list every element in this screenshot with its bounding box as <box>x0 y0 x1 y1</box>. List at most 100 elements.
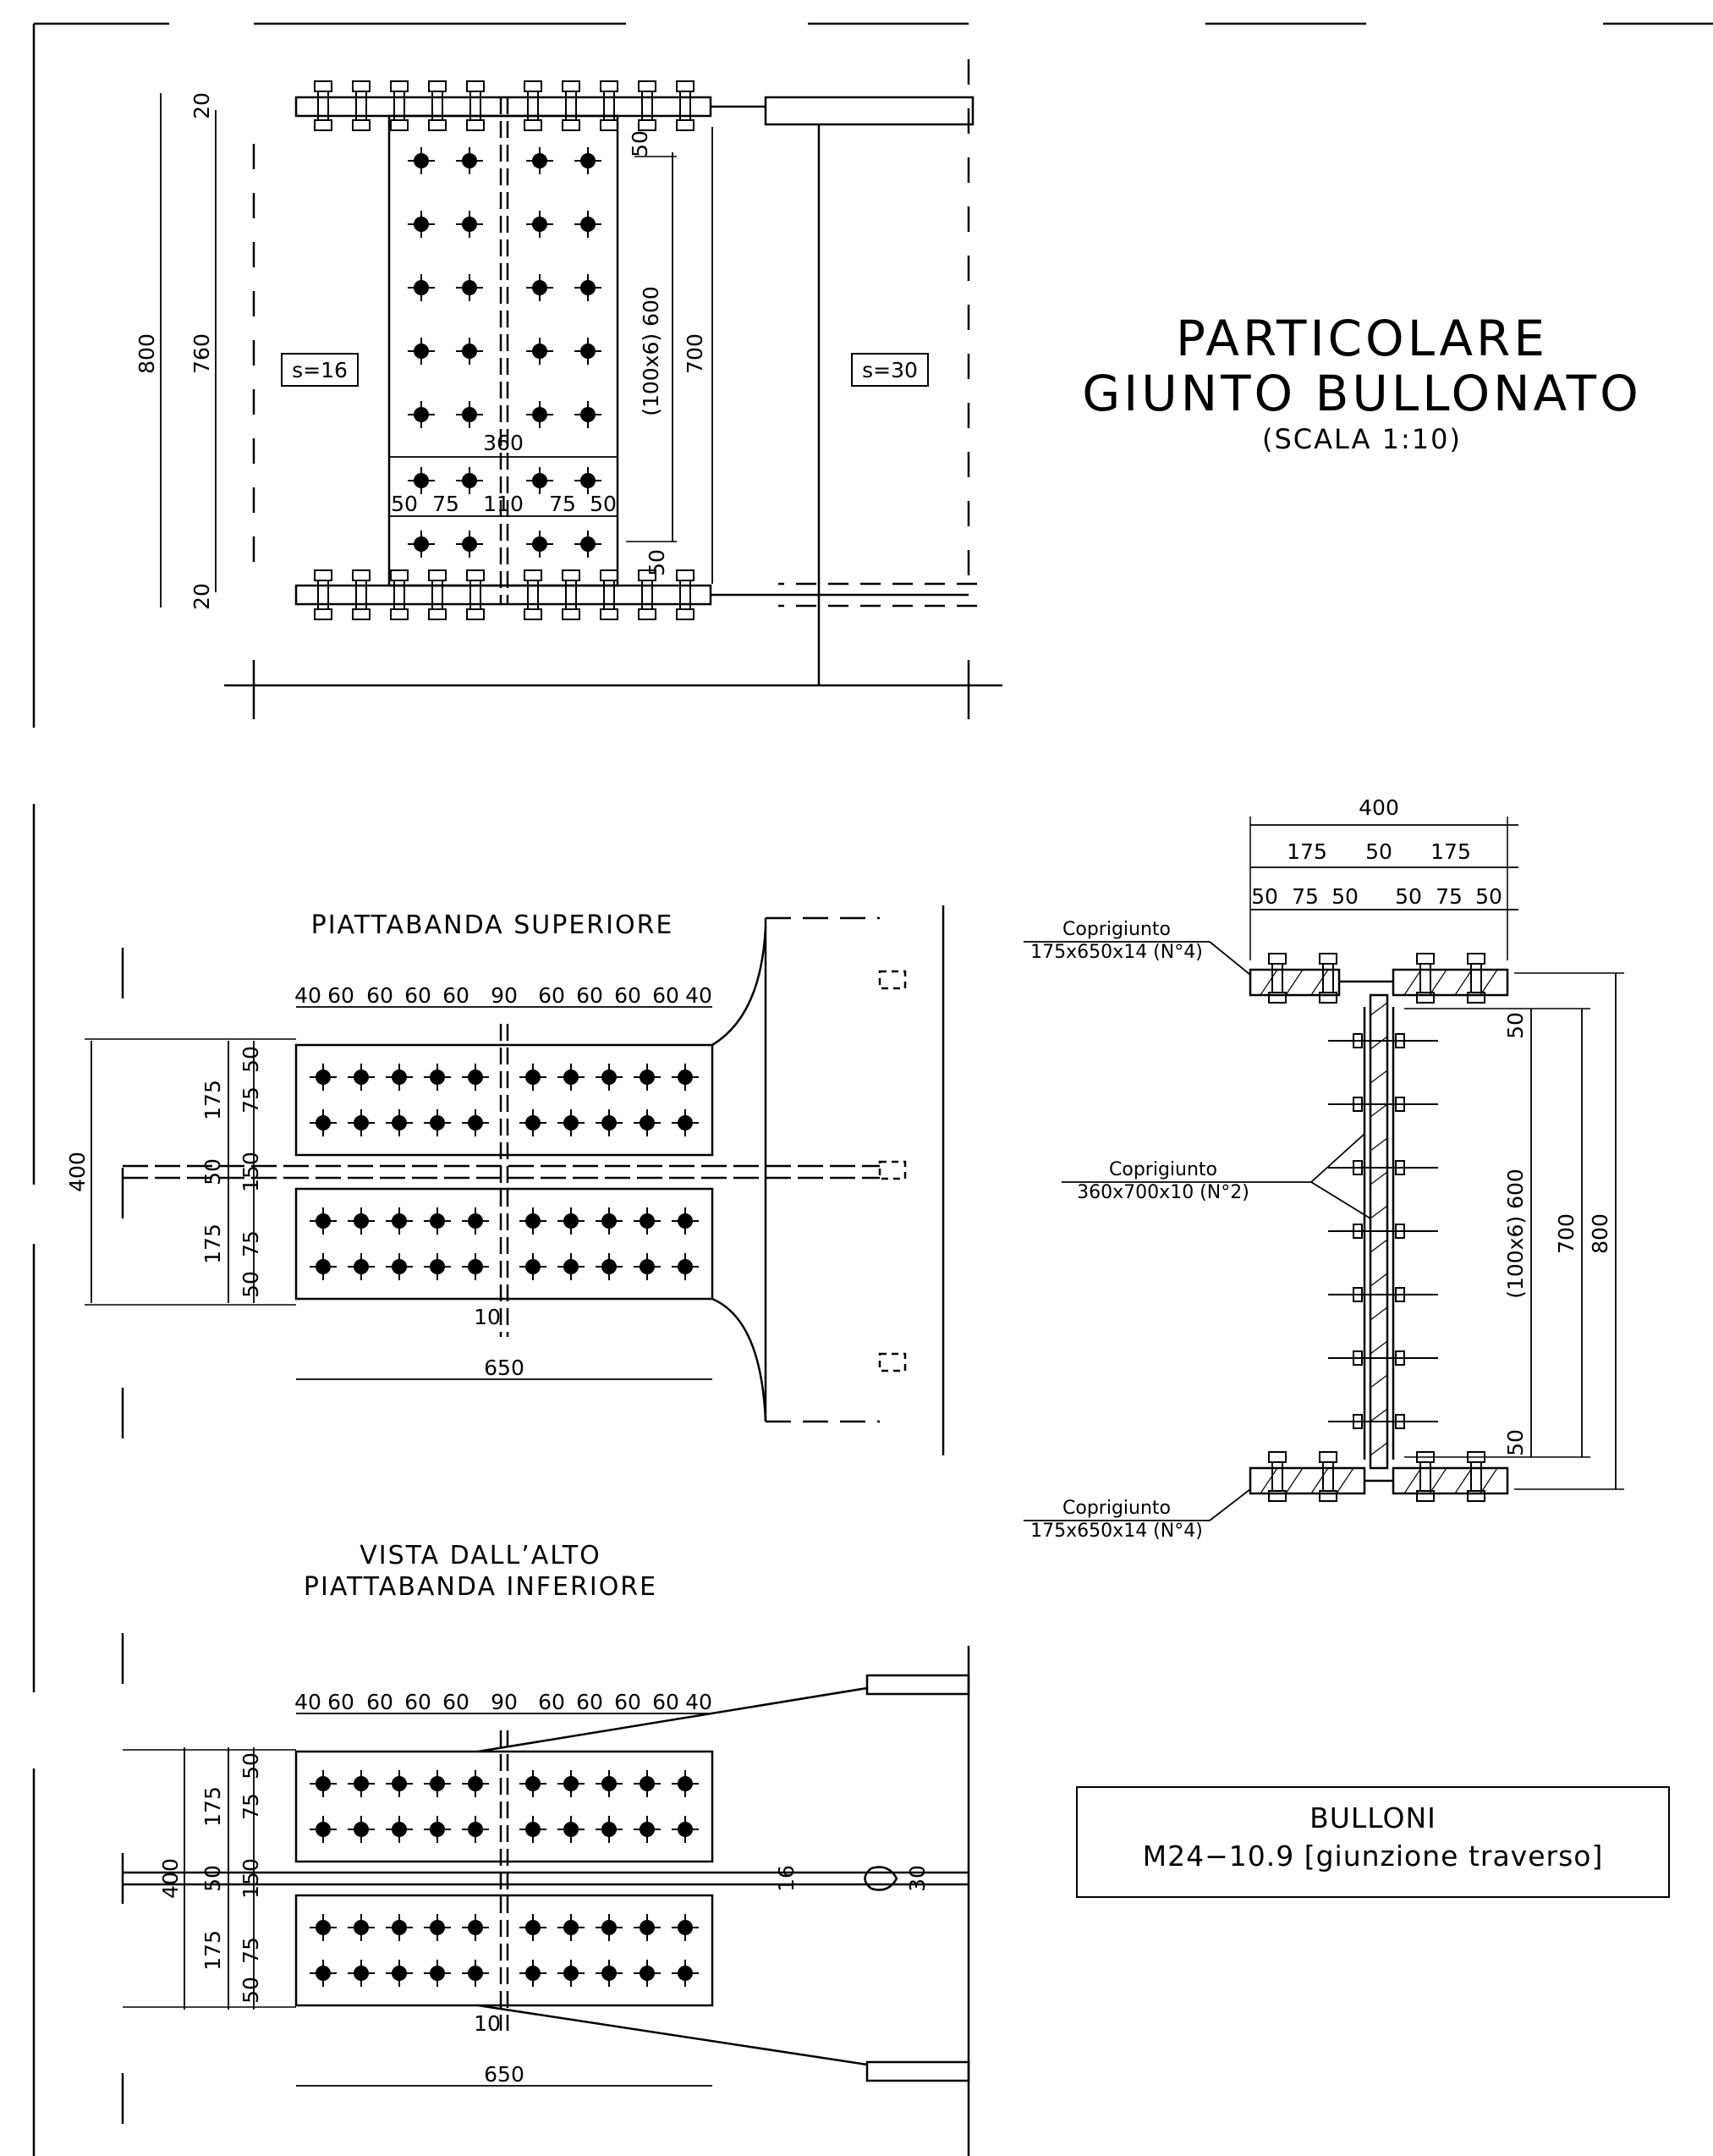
dim-y-3: 50 <box>200 1158 225 1185</box>
cover-top-label: Coprigiunto <box>1062 919 1171 940</box>
sdim-bolt-5: 50 <box>1475 884 1502 909</box>
dim-50-bottom-elev: 50 <box>645 549 669 576</box>
dim-s4: 75 <box>549 492 576 516</box>
title-line-1: PARTICOLARE <box>1176 310 1548 367</box>
cover-web-size: 360x700x10 (N°2) <box>1077 1182 1249 1203</box>
title-block: PARTICOLARE GIUNTO BULLONATO (SCALA 1:10… <box>1082 310 1642 455</box>
cover-bottom-label: Coprigiunto <box>1062 1498 1171 1519</box>
dim-x-0: 40 <box>294 983 321 1008</box>
bdim-gap-10: 10 <box>474 2011 501 2036</box>
dim-y-6: 75 <box>239 1230 263 1257</box>
bolts-note-box: BULLONI M24−10.9 [giunzione traverso] <box>1076 1786 1670 1898</box>
elevation-view <box>160 59 1002 719</box>
sdim-175-right: 175 <box>1430 839 1471 864</box>
top-flange-bolts <box>309 1063 700 1281</box>
sdim-175-left: 175 <box>1287 839 1327 864</box>
section-labels: 400 175 50 175 50 75 50 50 75 50 Coprigi… <box>1030 795 1612 1542</box>
dim-y-2: 75 <box>239 1086 263 1114</box>
bdim-x-9: 60 <box>652 1690 679 1714</box>
dim-x-6: 60 <box>538 983 565 1008</box>
title-scale: (SCALA 1:10) <box>1262 423 1462 455</box>
section-bolts <box>1268 953 1485 1502</box>
thickness-right-label: s=30 <box>862 358 918 382</box>
elevation-flange-bolts <box>314 80 695 620</box>
bdim-web-30: 30 <box>905 1865 930 1892</box>
thickness-left-label: s=16 <box>292 358 348 382</box>
dim-s5: 50 <box>590 492 617 516</box>
elevation-labels: s=16 s=30 800 760 20 20 (100x6) 600 700 … <box>135 92 929 610</box>
top-flange-title: PIATTABANDA SUPERIORE <box>311 910 674 940</box>
bolts-note-title: BULLONI <box>1309 1801 1436 1834</box>
sdim-800: 800 <box>1588 1213 1612 1254</box>
sdim-bolt-1: 75 <box>1292 884 1319 909</box>
dim-y-5: 175 <box>200 1224 225 1264</box>
sdim-bolt-3: 50 <box>1395 884 1422 909</box>
dim-50-top-elev: 50 <box>628 130 652 157</box>
dim-x-8: 60 <box>614 983 641 1008</box>
dim-700-elev: 700 <box>683 333 707 374</box>
bdim-y-3: 50 <box>200 1865 225 1892</box>
bottom-flange-title-2: PIATTABANDA INFERIORE <box>304 1572 657 1602</box>
top-flange-view <box>85 905 945 1455</box>
sheet-border <box>32 22 1713 2156</box>
dim-s3: 110 <box>483 492 524 516</box>
bottom-flange-title-1: VISTA DALL’ALTO <box>360 1541 601 1570</box>
sdim-700: 700 <box>1554 1213 1578 1254</box>
dim-width-400: 400 <box>65 1152 90 1192</box>
dim-x-5: 90 <box>491 983 518 1008</box>
dim-y-7: 50 <box>239 1271 263 1298</box>
bdim-y-5: 175 <box>200 1930 225 1971</box>
dim-20-top: 20 <box>189 92 214 119</box>
bdim-width-400: 400 <box>158 1858 183 1899</box>
dim-s1: 50 <box>391 492 418 516</box>
dim-x-9: 60 <box>652 983 679 1008</box>
sdim-pitch: (100x6) 600 <box>1503 1169 1528 1299</box>
bottom-flange-view <box>121 1633 970 2156</box>
dim-pitch-elev: (100x6) 600 <box>639 286 663 416</box>
bdim-x-6: 60 <box>538 1690 565 1714</box>
sdim-50-center: 50 <box>1365 839 1392 864</box>
sdim-50-bottom: 50 <box>1503 1429 1528 1456</box>
dim-x-4: 60 <box>442 983 469 1008</box>
bdim-web-16: 16 <box>774 1865 799 1892</box>
dim-y-4: 150 <box>239 1152 263 1192</box>
dim-x-2: 60 <box>366 983 393 1008</box>
bottom-flange-bolts <box>309 1769 700 1988</box>
bdim-y-6: 75 <box>239 1937 263 1964</box>
bolts-note-spec: M24−10.9 [giunzione traverso] <box>1143 1840 1604 1873</box>
bdim-x-3: 60 <box>404 1690 431 1714</box>
bdim-y-4: 150 <box>239 1858 263 1899</box>
dim-y-0: 175 <box>200 1080 225 1120</box>
bdim-length-650: 650 <box>484 2062 524 2087</box>
bdim-y-2: 75 <box>239 1793 263 1820</box>
dim-length-650: 650 <box>484 1356 524 1380</box>
sdim-400: 400 <box>1359 795 1399 820</box>
bdim-y-0: 175 <box>200 1786 225 1827</box>
sdim-bolt-2: 50 <box>1331 884 1359 909</box>
top-flange-dims: 40 60 60 60 60 90 60 60 60 60 40 400 175… <box>65 983 712 1380</box>
bottom-flange-dims: 40 60 60 60 60 90 60 60 60 60 40 400 175… <box>158 1690 930 2087</box>
bdim-x-1: 60 <box>327 1690 354 1714</box>
sdim-50-top: 50 <box>1503 1012 1528 1039</box>
bdim-y-7: 50 <box>239 1977 263 2004</box>
dim-y-1: 50 <box>239 1046 263 1073</box>
bdim-y-1: 50 <box>239 1752 263 1779</box>
dim-x-7: 60 <box>576 983 603 1008</box>
bdim-x-5: 90 <box>491 1690 518 1714</box>
dim-gap-10: 10 <box>474 1305 501 1329</box>
dim-800-elev: 800 <box>135 333 159 374</box>
sdim-bolt-4: 75 <box>1436 884 1463 909</box>
bdim-x-10: 40 <box>685 1690 712 1714</box>
bdim-x-7: 60 <box>576 1690 603 1714</box>
dim-s2: 75 <box>432 492 459 516</box>
bdim-x-0: 40 <box>294 1690 321 1714</box>
dim-x-3: 60 <box>404 983 431 1008</box>
title-line-2: GIUNTO BULLONATO <box>1082 365 1642 422</box>
sdim-bolt-0: 50 <box>1251 884 1278 909</box>
bdim-x-2: 60 <box>366 1690 393 1714</box>
dim-20-bottom: 20 <box>189 583 214 610</box>
dim-360-elev: 360 <box>483 431 524 455</box>
dim-x-10: 40 <box>685 983 712 1008</box>
dim-x-1: 60 <box>327 983 354 1008</box>
